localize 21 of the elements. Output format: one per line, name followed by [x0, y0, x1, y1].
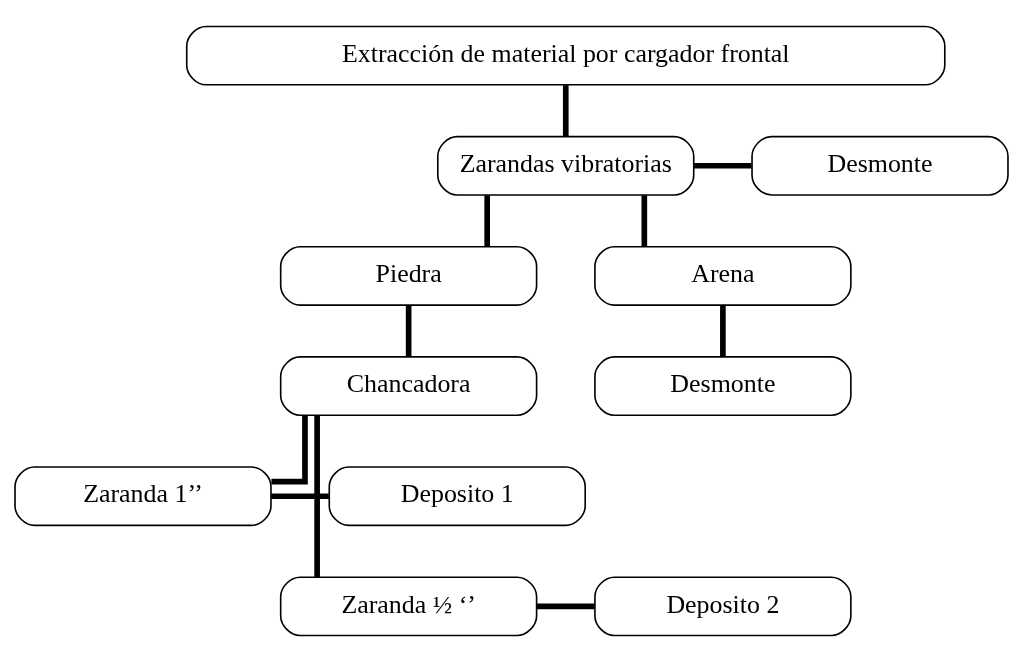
- connector: [484, 194, 491, 246]
- node-box: Desmonte: [594, 355, 852, 416]
- connector: [562, 84, 569, 136]
- connector: [641, 194, 648, 246]
- node-box: Zarandas vibratorias: [437, 135, 695, 196]
- connector: [536, 603, 595, 609]
- node-box: Deposito 2: [594, 575, 852, 636]
- node-box: Zaranda 1’’: [14, 465, 272, 526]
- node-box: Zaranda ½ ‘’: [279, 575, 538, 636]
- node-box: Chancadora: [279, 355, 538, 416]
- node-box: Piedra: [279, 245, 538, 306]
- node-box: Extracción de material por cargador frontal: [185, 25, 946, 86]
- connector: [694, 162, 752, 169]
- connector: [271, 414, 308, 484]
- node-box: Arena: [594, 245, 852, 306]
- node-box: Desmonte: [751, 135, 1009, 196]
- connector: [271, 492, 329, 499]
- connector: [720, 304, 726, 356]
- connector: [314, 414, 320, 577]
- node-box: Deposito 1: [328, 465, 586, 526]
- connector: [405, 304, 412, 356]
